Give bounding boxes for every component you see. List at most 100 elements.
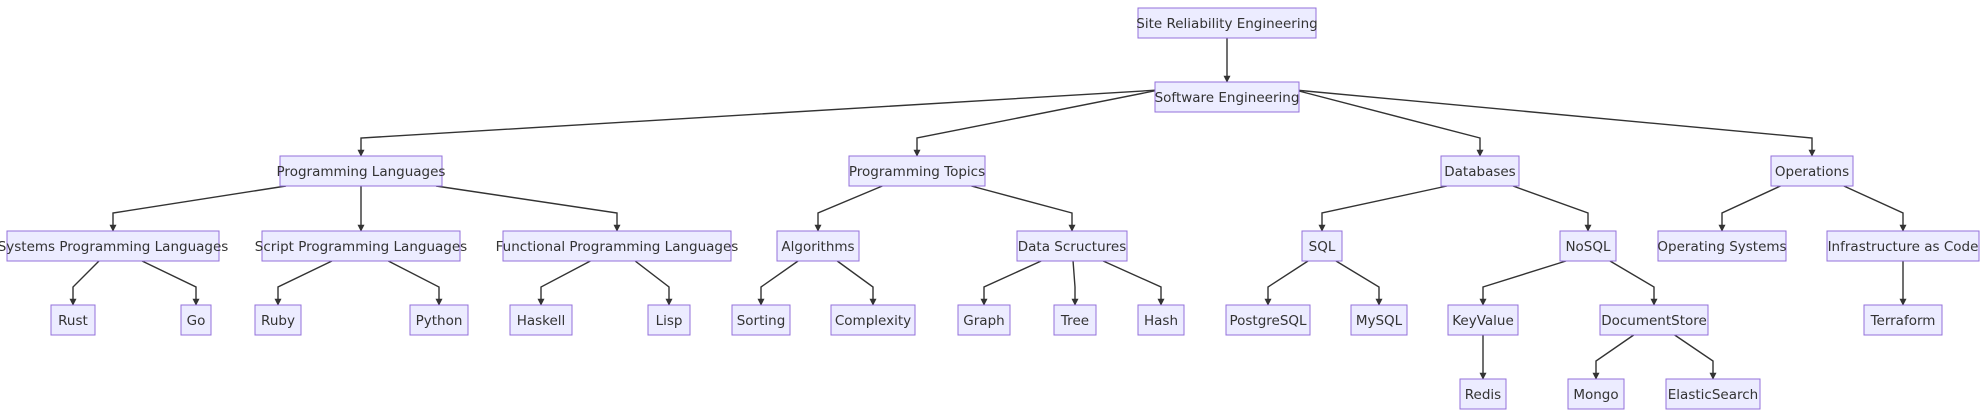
- node-label: Databases: [1444, 164, 1515, 180]
- node-label: DocumentStore: [1601, 313, 1707, 329]
- node-label: PostgreSQL: [1229, 313, 1307, 329]
- node-rust: Rust: [50, 304, 96, 336]
- node-label: Tree: [1060, 313, 1089, 329]
- edge-scpl-to-python: [387, 260, 443, 306]
- node-box: [409, 304, 469, 336]
- node-label: Script Programming Languages: [255, 239, 467, 255]
- edges: [69, 38, 1907, 380]
- node-scpl: Script Programming Languages: [255, 230, 467, 262]
- edge-pl-to-fpl: [435, 185, 621, 232]
- node-box: [509, 304, 573, 336]
- node-postgresql: PostgreSQL: [1225, 304, 1311, 336]
- node-label: NoSQL: [1565, 239, 1611, 255]
- node-haskell: Haskell: [509, 304, 573, 336]
- node-label: Lisp: [656, 313, 683, 329]
- node-box: [731, 304, 791, 336]
- node-mysql: MySQL: [1350, 304, 1408, 336]
- edge-se-to-pl: [357, 89, 1160, 157]
- node-mongo: Mongo: [1567, 378, 1625, 410]
- node-label: Functional Programming Languages: [496, 239, 739, 255]
- node-label: Programming Languages: [277, 164, 446, 180]
- node-label: Ruby: [261, 313, 295, 329]
- node-label: Redis: [1465, 387, 1501, 403]
- edge-documentstore-to-elasticsearch: [1674, 334, 1717, 380]
- node-spl: Systems Programming Languages: [0, 230, 228, 262]
- edge-nosql-to-documentstore: [1609, 260, 1658, 306]
- node-label: Haskell: [517, 313, 566, 329]
- node-label: Hash: [1144, 313, 1178, 329]
- node-box: [776, 230, 860, 262]
- node-keyvalue: KeyValue: [1447, 304, 1519, 336]
- node-box: [848, 155, 986, 187]
- edge-fpl-to-lisp: [634, 260, 673, 306]
- edge-fpl-to-haskell: [537, 260, 591, 306]
- edge-ds-to-graph: [980, 260, 1042, 306]
- edge-scpl-to-ruby: [274, 260, 333, 306]
- node-label: Terraform: [1870, 313, 1936, 329]
- edge-sql-to-mysql: [1335, 260, 1383, 306]
- node-box: [1053, 304, 1097, 336]
- node-label: ElasticSearch: [1668, 387, 1758, 403]
- edge-algo-to-complexity: [836, 260, 877, 306]
- edge-se-to-ops: [1294, 89, 1816, 157]
- node-sre: Site Reliability Engineering: [1136, 7, 1318, 39]
- node-label: Algorithms: [781, 239, 854, 255]
- node-terraform: Terraform: [1863, 304, 1943, 336]
- node-label: SQL: [1309, 239, 1336, 255]
- node-tree: Tree: [1053, 304, 1097, 336]
- node-box: [279, 155, 443, 187]
- node-box: [1559, 230, 1617, 262]
- node-box: [1154, 81, 1300, 113]
- node-complexity: Complexity: [830, 304, 916, 336]
- node-label: Mongo: [1573, 387, 1618, 403]
- node-nosql: NoSQL: [1559, 230, 1617, 262]
- edge-documentstore-to-mongo: [1592, 334, 1635, 380]
- node-box: [957, 304, 1011, 336]
- node-ds: Data Scructures: [1016, 230, 1128, 262]
- node-fpl: Functional Programming Languages: [496, 230, 739, 262]
- edge-ds-to-tree: [1071, 260, 1079, 306]
- node-label: Graph: [963, 313, 1004, 329]
- node-box: [1447, 304, 1519, 336]
- node-label: Operations: [1775, 164, 1849, 180]
- node-db: Databases: [1440, 155, 1520, 187]
- edge-ops-to-os: [1718, 185, 1781, 232]
- node-python: Python: [409, 304, 469, 336]
- node-box: [254, 304, 302, 336]
- edge-spl-to-rust: [69, 260, 100, 306]
- edge-pl-to-spl: [109, 185, 287, 232]
- node-label: Programming Topics: [849, 164, 985, 180]
- node-box: [1459, 378, 1507, 410]
- node-box: [1665, 378, 1761, 410]
- node-label: Infrastructure as Code: [1828, 239, 1979, 255]
- node-box: [647, 304, 691, 336]
- edge-ops-to-iac: [1843, 185, 1907, 232]
- node-box: [830, 304, 916, 336]
- node-label: Operating Systems: [1657, 239, 1786, 255]
- node-iac: Infrastructure as Code: [1826, 230, 1980, 262]
- node-graph: Graph: [957, 304, 1011, 336]
- node-box: [1225, 304, 1311, 336]
- edge-spl-to-go: [141, 260, 200, 306]
- node-box: [1599, 304, 1709, 336]
- node-os: Operating Systems: [1657, 230, 1787, 262]
- node-box: [1350, 304, 1408, 336]
- node-box: [1440, 155, 1520, 187]
- node-pt: Programming Topics: [848, 155, 986, 187]
- node-label: Sorting: [737, 313, 786, 329]
- edge-db-to-sql: [1318, 185, 1448, 232]
- node-label: Site Reliability Engineering: [1136, 16, 1317, 32]
- node-box: [1770, 155, 1854, 187]
- node-label: Complexity: [835, 313, 911, 329]
- node-ruby: Ruby: [254, 304, 302, 336]
- node-box: [1657, 230, 1787, 262]
- node-redis: Redis: [1459, 378, 1507, 410]
- node-algo: Algorithms: [776, 230, 860, 262]
- edge-nosql-to-keyvalue: [1479, 260, 1567, 306]
- node-lisp: Lisp: [647, 304, 691, 336]
- node-box: [1863, 304, 1943, 336]
- edge-db-to-nosql: [1512, 185, 1592, 232]
- node-pl: Programming Languages: [277, 155, 446, 187]
